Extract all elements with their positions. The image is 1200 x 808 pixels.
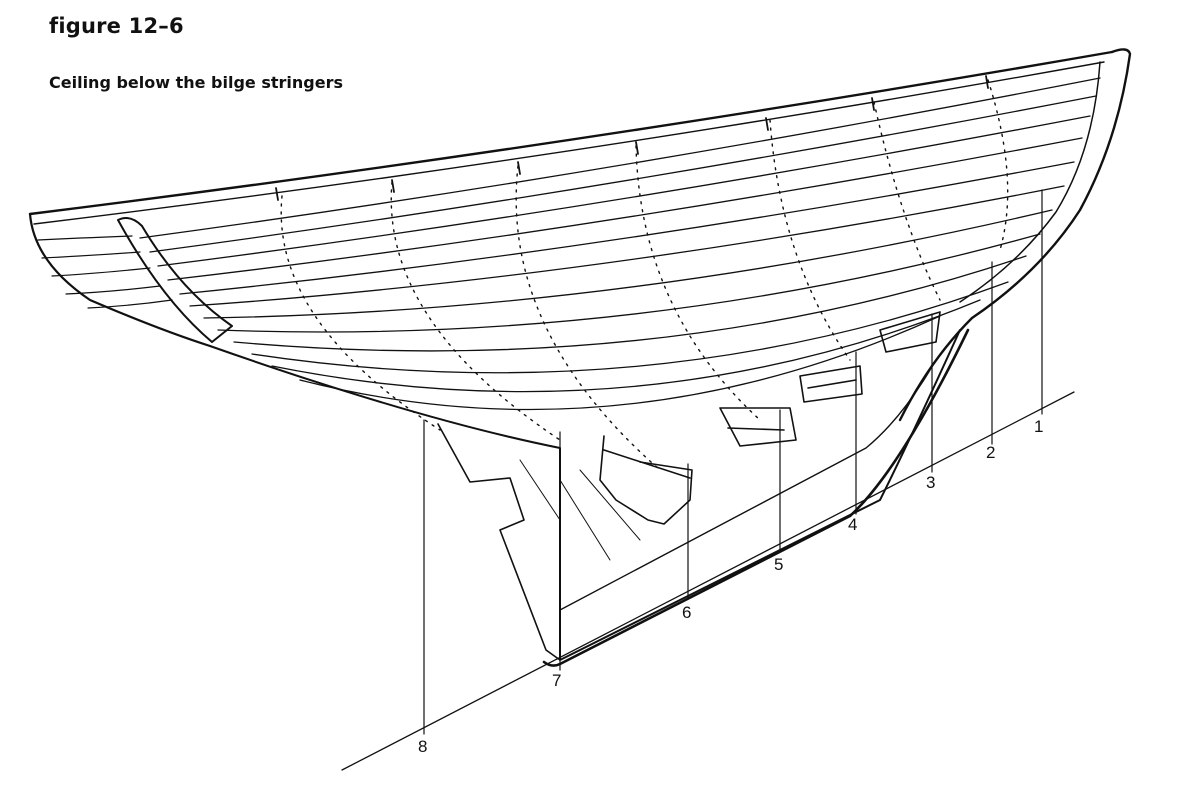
station-label-1: 1 xyxy=(1034,417,1043,436)
sheer-line-inner xyxy=(33,61,1105,225)
keel-bottom xyxy=(542,328,970,667)
station-label-2: 2 xyxy=(986,443,995,462)
frame-lines xyxy=(280,79,1009,471)
frame-heads xyxy=(275,75,989,201)
station-labels: 1 2 3 4 5 6 7 8 xyxy=(418,417,1043,756)
deadwood-lines xyxy=(519,459,641,561)
keel-inner xyxy=(559,369,931,611)
stern-planks xyxy=(37,235,173,309)
hull-outline-stern xyxy=(28,212,212,348)
station-label-8: 8 xyxy=(418,737,427,756)
stem-post-inner xyxy=(959,61,1101,303)
baseline xyxy=(341,391,1075,771)
station-label-4: 4 xyxy=(848,515,857,534)
station-label-5: 5 xyxy=(774,555,783,574)
station-label-3: 3 xyxy=(926,473,935,492)
station-label-7: 7 xyxy=(552,671,561,690)
station-label-6: 6 xyxy=(682,603,691,622)
figure-label: figure 12–6 xyxy=(49,14,184,38)
figure-caption: Ceiling below the bilge stringers xyxy=(49,73,344,92)
station-lines xyxy=(423,189,1043,735)
keel xyxy=(209,329,961,661)
floor-timbers xyxy=(437,311,941,661)
sternpost xyxy=(117,217,233,343)
ceiling-planks xyxy=(139,77,1101,411)
stem-post xyxy=(898,48,1132,422)
sheer-line xyxy=(28,50,1114,216)
